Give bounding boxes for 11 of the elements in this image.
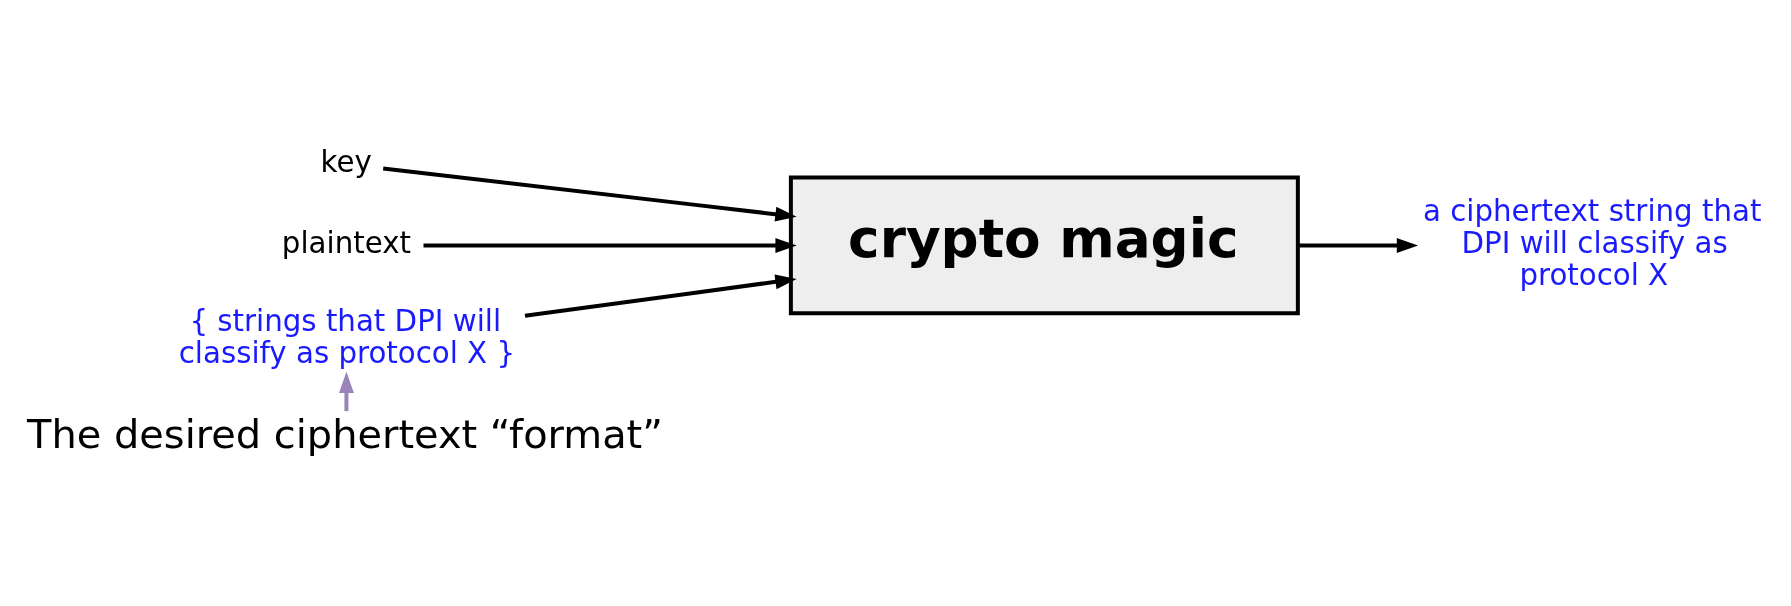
node-box: crypto magic [788, 175, 1300, 316]
node-text: key [319, 144, 372, 179]
arrow [1297, 237, 1418, 253]
arrow [524, 274, 797, 318]
arrow [382, 166, 797, 222]
node-text: a ciphertext string that DPI will classify as protocol X [1422, 193, 1761, 292]
node-text: { strings that DPI will classify as protocol X } [178, 304, 515, 371]
node-text: plaintext [281, 225, 411, 260]
arrow [423, 237, 797, 253]
node-text: The desired ciphertext “format” [26, 411, 663, 458]
arrow [338, 371, 354, 412]
